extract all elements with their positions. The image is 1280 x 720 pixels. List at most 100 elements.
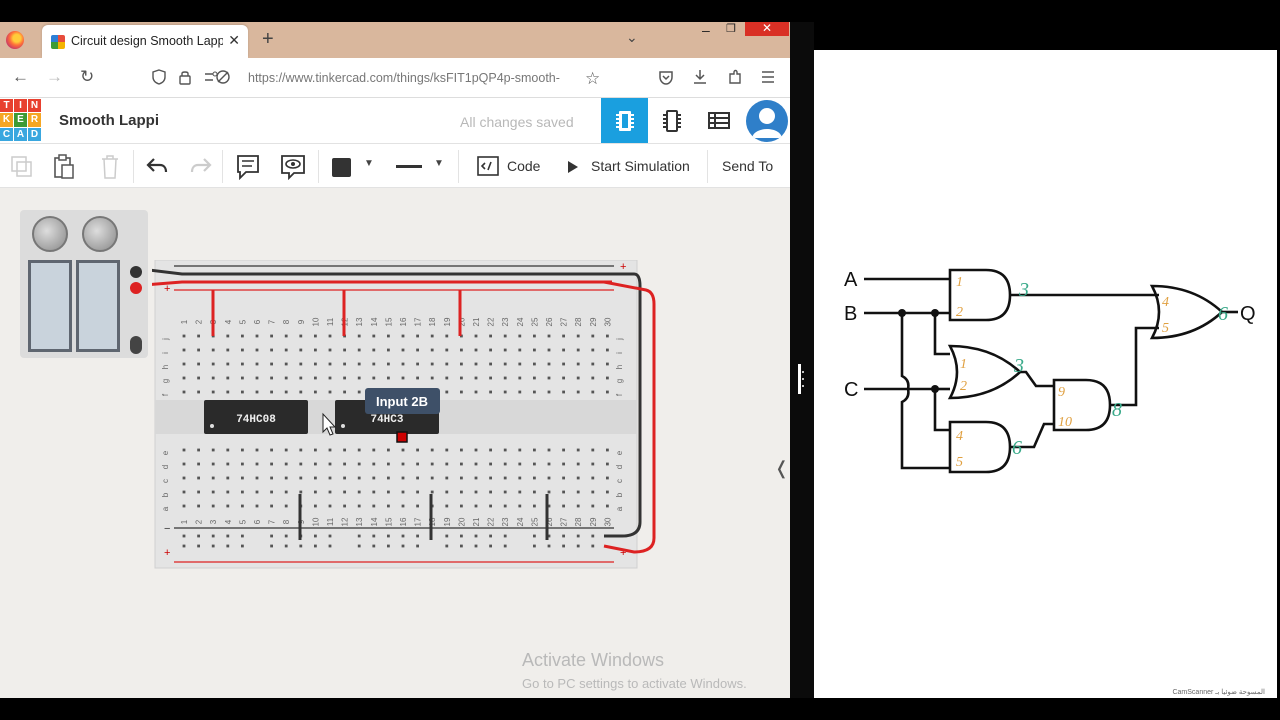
breadboard-hole[interactable] <box>372 448 376 452</box>
breadboard-hole[interactable] <box>562 490 565 494</box>
breadboard-hole[interactable] <box>197 476 200 480</box>
breadboard-hole[interactable] <box>328 534 332 538</box>
breadboard-hole[interactable] <box>211 544 215 548</box>
breadboard-hole[interactable] <box>328 476 332 480</box>
breadboard-hole[interactable] <box>460 476 463 480</box>
wire-black-loop[interactable] <box>604 272 642 538</box>
breadboard-hole[interactable] <box>284 362 288 366</box>
breadboard[interactable]: 1122334455667788991010111112121313141415… <box>152 260 672 572</box>
breadboard-hole[interactable] <box>474 476 478 480</box>
breadboard-hole[interactable] <box>460 462 463 466</box>
breadboard-hole[interactable] <box>226 544 230 548</box>
breadboard-hole[interactable] <box>314 490 317 494</box>
breadboard-hole[interactable] <box>387 462 390 466</box>
breadboard-hole[interactable] <box>547 448 551 452</box>
breadboard-hole[interactable] <box>255 348 259 352</box>
breadboard-hole[interactable] <box>328 448 332 452</box>
breadboard-hole[interactable] <box>518 362 522 366</box>
breadboard-hole[interactable] <box>518 462 522 466</box>
component-list-button[interactable] <box>697 98 741 143</box>
breadboard-hole[interactable] <box>387 376 390 380</box>
breadboard-hole[interactable] <box>284 448 288 452</box>
breadboard-hole[interactable] <box>474 334 478 338</box>
breadboard-hole[interactable] <box>197 390 200 394</box>
breadboard-hole[interactable] <box>430 490 434 494</box>
breadboard-hole[interactable] <box>489 448 492 452</box>
breadboard-hole[interactable] <box>416 334 419 338</box>
breadboard-hole[interactable] <box>226 462 230 466</box>
breadboard-hole[interactable] <box>372 490 376 494</box>
breadboard-hole[interactable] <box>401 334 405 338</box>
restore-button[interactable]: ❐ <box>726 23 736 35</box>
breadboard-hole[interactable] <box>401 504 405 508</box>
breadboard-hole[interactable] <box>547 348 551 352</box>
breadboard-hole[interactable] <box>606 476 609 480</box>
breadboard-hole[interactable] <box>533 390 536 394</box>
breadboard-hole[interactable] <box>533 362 536 366</box>
breadboard-hole[interactable] <box>299 390 303 394</box>
breadboard-hole[interactable] <box>241 348 244 352</box>
breadboard-hole[interactable] <box>518 390 522 394</box>
lock-icon[interactable] <box>179 69 191 85</box>
breadboard-hole[interactable] <box>357 462 361 466</box>
breadboard-hole[interactable] <box>401 534 405 538</box>
breadboard-hole[interactable] <box>197 490 200 494</box>
breadboard-hole[interactable] <box>357 504 361 508</box>
breadboard-hole[interactable] <box>401 376 405 380</box>
breadboard-hole[interactable] <box>606 362 609 366</box>
breadboard-hole[interactable] <box>430 348 434 352</box>
breadboard-hole[interactable] <box>576 504 580 508</box>
browser-tab-active[interactable]: Circuit design Smooth Lappi | Ti ✕ <box>42 25 248 58</box>
shield-icon[interactable] <box>152 69 166 85</box>
breadboard-hole[interactable] <box>430 376 434 380</box>
breadboard-hole[interactable] <box>533 348 536 352</box>
breadboard-hole[interactable] <box>401 544 405 548</box>
breadboard-hole[interactable] <box>226 448 230 452</box>
positive-terminal[interactable] <box>130 282 142 294</box>
breadboard-hole[interactable] <box>503 490 507 494</box>
breadboard-hole[interactable] <box>591 376 595 380</box>
breadboard-hole[interactable] <box>211 490 215 494</box>
breadboard-hole[interactable] <box>314 534 317 538</box>
breadboard-hole[interactable] <box>372 544 376 548</box>
breadboard-hole[interactable] <box>343 476 346 480</box>
breadboard-hole[interactable] <box>197 362 200 366</box>
schematic-view-button[interactable] <box>651 98 693 143</box>
breadboard-hole[interactable] <box>328 390 332 394</box>
breadboard-hole[interactable] <box>241 476 244 480</box>
url-text[interactable]: https://www.tinkercad.com/things/ksFIT1p… <box>248 71 560 85</box>
breadboard-hole[interactable] <box>328 376 332 380</box>
breadboard-hole[interactable] <box>270 334 273 338</box>
breadboard-hole[interactable] <box>372 504 376 508</box>
breadboard-hole[interactable] <box>416 462 419 466</box>
breadboard-hole[interactable] <box>197 462 200 466</box>
breadboard-hole[interactable] <box>357 362 361 366</box>
breadboard-hole[interactable] <box>474 534 478 538</box>
breadboard-hole[interactable] <box>445 448 449 452</box>
breadboard-hole[interactable] <box>576 376 580 380</box>
breadboard-hole[interactable] <box>284 490 288 494</box>
breadboard-hole[interactable] <box>270 490 273 494</box>
breadboard-hole[interactable] <box>562 348 565 352</box>
breadboard-hole[interactable] <box>299 476 303 480</box>
breadboard-hole[interactable] <box>460 448 463 452</box>
breadboard-hole[interactable] <box>211 462 215 466</box>
breadboard-hole[interactable] <box>211 362 215 366</box>
breadboard-hole[interactable] <box>255 476 259 480</box>
breadboard-hole[interactable] <box>416 490 419 494</box>
breadboard-hole[interactable] <box>387 362 390 366</box>
chevron-left-icon[interactable]: ❬ <box>774 458 790 478</box>
breadboard-hole[interactable] <box>489 362 492 366</box>
breadboard-hole[interactable] <box>211 348 215 352</box>
breadboard-hole[interactable] <box>445 376 449 380</box>
breadboard-hole[interactable] <box>211 534 215 538</box>
breadboard-hole[interactable] <box>591 534 595 538</box>
breadboard-hole[interactable] <box>372 462 376 466</box>
breadboard-hole[interactable] <box>474 462 478 466</box>
breadboard-hole[interactable] <box>489 376 492 380</box>
power-supply[interactable] <box>20 210 148 358</box>
breadboard-hole[interactable] <box>401 490 405 494</box>
breadboard-hole[interactable] <box>372 376 376 380</box>
breadboard-hole[interactable] <box>182 362 186 366</box>
breadboard-hole[interactable] <box>518 448 522 452</box>
